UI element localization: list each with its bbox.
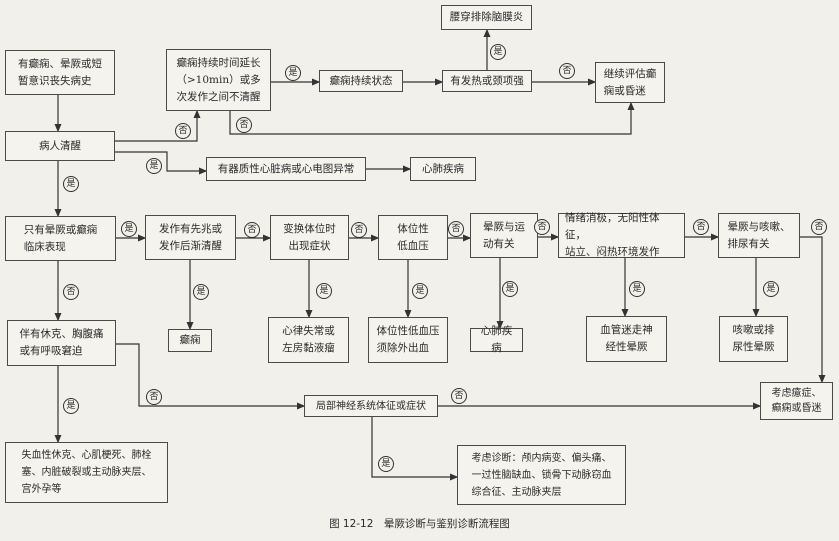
node-arrhythmia: 心律失常或 左房黏液瘤: [268, 317, 349, 363]
yes-label: 是: [412, 283, 428, 299]
yes-label: 是: [146, 158, 162, 174]
no-label: 否: [693, 219, 709, 235]
node-lumbar-puncture: 腰穿排除脑膜炎: [441, 5, 532, 30]
yes-label: 是: [502, 281, 518, 297]
no-label: 否: [63, 284, 79, 300]
node-cardiopulmonary-2: 心肺疾病: [470, 325, 523, 354]
node-patient-conscious: 病人清醒: [5, 131, 115, 161]
figure-caption: 图 12-12 晕厥诊断与鉴别诊断流程图: [329, 518, 510, 530]
node-only-syncope: 只有晕厥或癫痫 临床表现: [5, 216, 116, 261]
node-emotional: 情绪消极，无阳性体征， 站立、闷热环境发作: [558, 212, 685, 258]
yes-label: 是: [63, 398, 79, 414]
no-label: 否: [351, 222, 367, 238]
no-label: 否: [236, 117, 252, 133]
node-hysteria: 考虑癔症、 癫痫或昏迷: [760, 382, 833, 420]
no-label: 否: [559, 63, 575, 79]
node-vasovagal: 血管迷走神 经性晕厥: [586, 316, 667, 362]
node-continue-evaluation: 继续评估癫 痫或昏迷: [595, 62, 665, 103]
node-orthostatic: 体位性 低血压: [378, 215, 448, 260]
node-organic-heart-disease: 有器质性心脏病或心电图异常: [206, 157, 366, 181]
yes-label: 是: [490, 44, 506, 60]
node-consider-diagnosis: 考虑诊断：颅内病变、偏头痛、 一过性脑缺血、锁骨下动脉窃血 综合征、主动脉夹层: [457, 445, 626, 505]
node-fever-neck: 有发热或颈项强: [442, 70, 532, 92]
no-label: 否: [811, 219, 827, 235]
node-situational-syncope: 咳嗽或排 尿性晕厥: [719, 316, 788, 362]
node-orthostatic-bleeding: 体位性低血压 须除外出血: [368, 317, 448, 363]
yes-label: 是: [63, 176, 79, 192]
yes-label: 是: [378, 456, 394, 472]
no-label: 否: [146, 389, 162, 405]
node-epilepsy: 癫痫: [168, 329, 212, 352]
node-focal-neuro: 局部神经系统体征或症状: [304, 395, 438, 417]
yes-label: 是: [193, 284, 209, 300]
yes-label: 是: [763, 281, 779, 297]
node-status-epilepticus: 癫痫持续状态: [319, 70, 403, 92]
no-label: 否: [448, 221, 464, 237]
no-label: 否: [451, 388, 467, 404]
yes-label: 是: [629, 281, 645, 297]
node-position-change: 变换体位时 出现症状: [270, 215, 349, 260]
yes-label: 是: [316, 283, 332, 299]
node-prolonged-seizure: 癫痫持续时间延长 （>10min）或多 次发作之间不清醒: [166, 49, 271, 111]
yes-label: 是: [121, 221, 137, 237]
no-label: 否: [534, 219, 550, 235]
no-label: 否: [175, 123, 191, 139]
node-exercise: 晕厥与运 动有关: [470, 213, 538, 258]
node-history: 有癫痫、晕厥或短 暂意识丧失病史: [5, 50, 115, 95]
node-shock: 伴有休克、胸腹痛 或有呼吸窘迫: [7, 320, 116, 366]
node-aura: 发作有先兆或 发作后渐清醒: [145, 215, 236, 260]
yes-label: 是: [285, 65, 301, 81]
node-cardiopulmonary-1: 心肺疾病: [410, 157, 476, 181]
node-hemorrhagic-shock: 失血性休克、心肌梗死、肺栓 塞、内脏破裂或主动脉夹层、 宫外孕等: [5, 442, 168, 503]
node-cough-urination: 晕厥与咳嗽、 排尿有关: [718, 213, 800, 258]
no-label: 否: [244, 222, 260, 238]
